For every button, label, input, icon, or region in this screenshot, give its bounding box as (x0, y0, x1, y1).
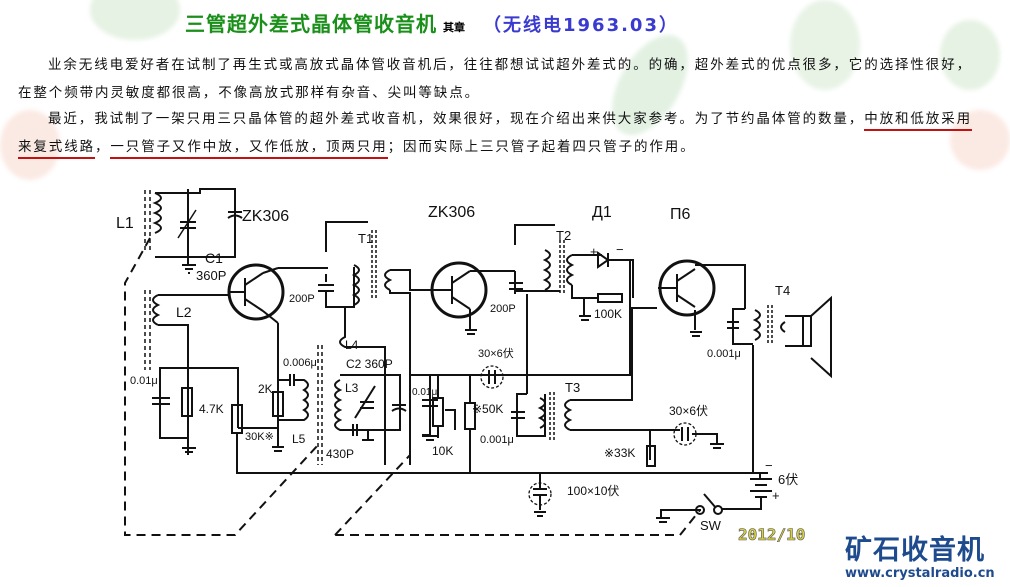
label-switch: SW (700, 518, 722, 533)
label-L5: L5 (292, 432, 306, 446)
T1-primary (351, 264, 360, 306)
label-T3: T3 (565, 380, 580, 395)
label-minus: − (765, 458, 773, 473)
label-plus: + (590, 244, 598, 259)
resistor-4.7k (181, 387, 193, 417)
label-L2: L2 (176, 304, 192, 320)
label-360p: 360P (196, 268, 226, 283)
label-0.001-b: 0.001μ (707, 348, 741, 360)
watermark-site-name: 矿石收音机 (845, 535, 985, 566)
article-title: 三管超外差式晶体管收音机其章 （无线电1963.03） (185, 8, 679, 37)
T3-primary (537, 397, 546, 429)
ferrite-rod (144, 190, 151, 250)
underlined-phrase: 中放和低放采用来复式线路 (18, 111, 973, 159)
transistor-1-label: ZK306 (242, 208, 289, 225)
label-10k: 10K (432, 444, 453, 458)
label-30x6-a: 30×6伏 (478, 346, 514, 360)
paragraph-2-rest: ；因而实际上三只管子起着四只管子的作用。 (387, 138, 696, 155)
label-L4: L4 (345, 338, 359, 352)
label-0.01-a: 0.01μ (130, 375, 158, 387)
background-leaf (790, 0, 860, 90)
label-200p-2: 200P (490, 303, 516, 315)
label-0.01-b: 0.01μ (412, 387, 437, 398)
label-100x10: 100×10伏 (567, 484, 619, 498)
potentiometer-10k (432, 397, 444, 427)
label-0.001-a: 0.001μ (480, 434, 514, 446)
coil-L1 (152, 192, 162, 234)
watermark-date: 2012/10 (738, 525, 806, 545)
label-C1: C1 (205, 250, 223, 266)
label-430p: 430P (326, 447, 354, 461)
separator: ， (95, 138, 111, 155)
paragraph-1: 业余无线电爱好者在试制了再生式或高放式晶体管收音机后，往往都想试试超外差式的。的… (18, 57, 972, 101)
author: 其章 (443, 21, 465, 34)
resistor-33k (646, 445, 656, 467)
background-petal (950, 110, 1010, 170)
label-L3: L3 (345, 381, 359, 395)
resistor-100k (597, 293, 623, 303)
coil-L2 (152, 294, 161, 326)
speaker-icon (780, 295, 832, 379)
gang-link-dashed-line (334, 454, 701, 536)
label-30k: 30K※ (245, 431, 274, 443)
label-battery-6v: 6伏 (778, 472, 798, 487)
diode-label: Д1 (592, 204, 612, 221)
label-50k: ※50K (472, 402, 503, 416)
transistor-2-label: ZK306 (428, 204, 475, 221)
label-plus: + (772, 488, 780, 503)
transistor-2-symbol (430, 261, 488, 319)
paragraph-2: 最近，我试制了一架只用三只晶体管的超外差式收音机，效果很好，现在介绍出来供大家参… (18, 106, 984, 161)
electrolytic-capacitor-30x6 (480, 365, 504, 389)
label-0.006: 0.006μ (283, 357, 317, 369)
label-T2: T2 (556, 228, 571, 243)
label-L1: L1 (116, 215, 134, 232)
label-33k: ※33K (604, 446, 635, 460)
variable-capacitor-C1 (177, 209, 197, 239)
label-4.7k: 4.7K (199, 402, 224, 416)
label-2k: 2K (258, 382, 273, 396)
label-T4: T4 (775, 283, 790, 298)
label-200p-1: 200P (289, 293, 315, 305)
label-C2: C2 360P (346, 357, 393, 371)
coil-L3 (334, 374, 401, 431)
background-petal (0, 110, 60, 180)
switch-contact (695, 505, 705, 515)
source-citation: （无线电1963.03） (483, 15, 679, 36)
label-T1: T1 (358, 231, 373, 246)
transistor-3-label: П6 (670, 206, 691, 223)
label-30x6-b: 30×6伏 (669, 404, 708, 418)
underlined-phrase: 一只管子又作中放，又作低放，顶两只用 (110, 138, 388, 159)
switch-contact (713, 505, 723, 515)
T4-primary (752, 309, 761, 341)
background-leaf (940, 20, 1000, 90)
gang-link-dashed-line (124, 237, 319, 536)
watermark-url: www.crystalradio.cn (845, 566, 995, 581)
paragraph-2-intro: 最近，我试制了一架只用三只晶体管的超外差式收音机，效果很好，现在介绍出来供大家参… (48, 111, 865, 127)
T2-primary (542, 249, 551, 291)
label-minus: − (616, 242, 624, 257)
label-100k: 100K (594, 307, 622, 321)
title-text: 三管超外差式晶体管收音机 (185, 12, 437, 36)
transistor-1-symbol (227, 263, 285, 321)
